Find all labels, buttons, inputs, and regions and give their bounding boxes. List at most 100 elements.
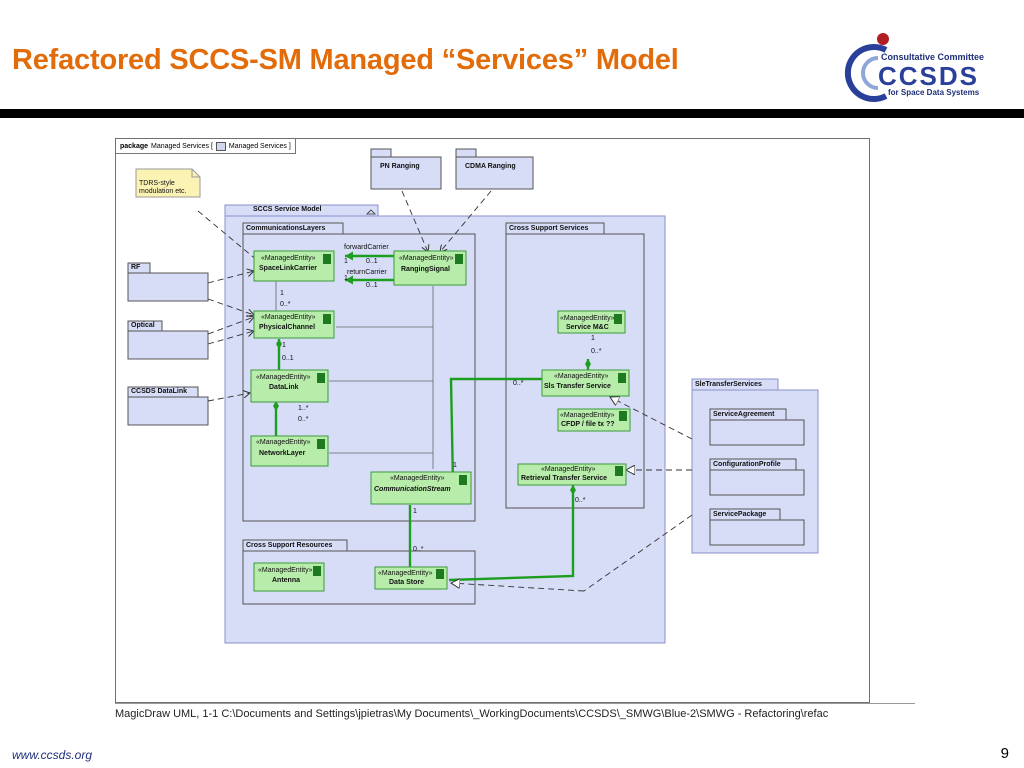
rf-label: RF	[131, 264, 141, 271]
diagram-frame-tag: package Managed Services [ Managed Servi…	[116, 139, 296, 154]
retrieval-transfer-service-box	[517, 463, 627, 486]
multiplicity-label: 1	[280, 290, 284, 297]
component-icon	[614, 314, 622, 324]
magicdraw-caption: MagicDraw UML, 1-1 C:\Documents and Sett…	[115, 708, 829, 720]
slide-title: Refactored SCCS-SM Managed “Services” Mo…	[12, 44, 679, 76]
sle-transfer-services-label: SleTransferServices	[695, 381, 762, 388]
multiplicity-label: 1	[453, 462, 457, 469]
return-carrier-role: returnCarrier	[347, 269, 387, 276]
multiplicity-label: 0..1	[282, 355, 294, 362]
ranging-signal-box	[393, 250, 467, 286]
communication-stream-label: CommunicationStream	[374, 486, 451, 493]
component-icon	[436, 569, 444, 579]
sle-transfer-services-package	[691, 378, 819, 554]
ccsds-logo-mark	[844, 33, 889, 102]
space-link-carrier-label: SpaceLinkCarrier	[259, 265, 317, 272]
stereotype-label: «ManagedEntity»	[378, 570, 433, 577]
component-icon	[313, 566, 321, 576]
sle-to-datastore-end	[451, 583, 585, 592]
multiplicity-label: 1..*	[298, 405, 309, 412]
cdma-ranging-label: CDMA Ranging	[465, 163, 516, 170]
rf-dependency-1	[207, 271, 254, 284]
optical-label: Optical	[131, 322, 155, 329]
data-link-box	[250, 369, 329, 403]
antenna-box	[253, 562, 325, 592]
pn-ranging-label: PN Ranging	[380, 163, 420, 170]
rf-package	[127, 262, 209, 302]
data-store-label: Data Store	[389, 579, 425, 586]
retrieval-datastore-association	[448, 485, 576, 582]
service-agreement-label: ServiceAgreement	[713, 411, 775, 418]
cfdp-file-tx-label: CFDP / file tx ??	[561, 421, 615, 428]
data-link-label: DataLink	[269, 384, 299, 391]
space-link-carrier-box	[253, 250, 335, 282]
component-icon	[317, 373, 325, 383]
component-icon	[323, 314, 331, 324]
network-layer-box	[250, 435, 329, 467]
cross-support-services-label: Cross Support Services	[509, 225, 589, 232]
component-icon	[323, 254, 331, 264]
dependency-lines	[197, 190, 492, 402]
antenna-label: Antenna	[272, 577, 300, 584]
physical-channel-label: PhysicalChannel	[259, 324, 316, 331]
stereotype-label: «ManagedEntity»	[390, 475, 445, 482]
multiplicity-label: 1	[282, 342, 286, 349]
optical-dependency-2	[207, 331, 254, 345]
sccs-service-model-label: SCCS Service Model	[253, 206, 322, 213]
ranging-signal-label: RangingSignal	[401, 266, 450, 273]
stereotype-label: «ManagedEntity»	[256, 374, 311, 381]
sls-transfer-service-label: Sls Transfer Service	[544, 383, 611, 390]
cross-support-resources-label: Cross Support Resources	[246, 542, 333, 549]
stereotype-label: «ManagedEntity»	[541, 466, 596, 473]
cfdp-file-tx-box	[557, 408, 631, 432]
association-lines	[273, 251, 591, 582]
tdrs-style-note	[135, 168, 201, 198]
component-icons	[313, 254, 627, 579]
multiplicity-label: 0..*	[298, 416, 309, 423]
cdma-ranging-dependency	[440, 190, 492, 252]
footer-url[interactable]: www.ccsds.org	[12, 748, 93, 762]
ccsds-datalink-label: CCSDS DataLink	[131, 388, 188, 395]
communications-layers-label: CommunicationsLayers	[246, 225, 326, 232]
component-icon	[459, 475, 467, 485]
pn-ranging-dependency	[401, 190, 428, 252]
stereotype-label: «ManagedEntity»	[261, 255, 316, 262]
multiplicity-label: 1	[413, 508, 417, 515]
diagram-canvas	[127, 148, 819, 644]
multiplicity-label: 0..*	[575, 497, 586, 504]
ccsds-datalink-dependency	[207, 393, 250, 402]
multiplicity-label: 0..*	[513, 380, 524, 387]
page-number: 9	[1000, 745, 1009, 762]
sls-transfer-service-box	[541, 369, 630, 397]
communication-stream-box	[370, 471, 472, 505]
logo-wordmark: CCSDS	[878, 61, 980, 91]
class-boxes	[250, 250, 631, 592]
stereotype-label: «ManagedEntity»	[256, 439, 311, 446]
title-divider-bar	[0, 109, 1024, 118]
multiplicity-label: 0..*	[280, 301, 291, 308]
stereotype-label: «ManagedEntity»	[399, 255, 454, 262]
logo-line-1: Consultative Committee	[881, 52, 985, 62]
caption-divider	[115, 703, 915, 704]
ccsds-logo: Consultative Committee CCSDS for Space D…	[834, 30, 994, 102]
component-icon	[615, 466, 623, 476]
component-icon	[619, 411, 627, 421]
data-store-box	[374, 566, 448, 590]
pn-ranging-package	[370, 148, 442, 190]
configuration-profile-label: ConfigurationProfile	[713, 461, 781, 468]
multiplicity-label: 0..*	[591, 348, 602, 355]
logo-line-3: for Space Data Systems	[888, 88, 980, 97]
service-mc-box	[557, 310, 626, 334]
diagram-icon	[215, 141, 226, 151]
sle-realizes-sls	[610, 397, 693, 440]
note-text: TDRS-style modulation etc.	[139, 180, 187, 195]
stream-sls-association	[449, 377, 542, 485]
frame-diagram-name: Managed Services ]	[228, 142, 291, 150]
stereotype-label: «ManagedEntity»	[560, 315, 615, 322]
realization-lines	[451, 397, 693, 592]
sle-to-datastore	[583, 514, 693, 592]
cdma-ranging-package	[455, 148, 534, 190]
multiplicity-label: 0..1	[366, 258, 378, 265]
stereotype-label: «ManagedEntity»	[261, 314, 316, 321]
stereotype-label: «ManagedEntity»	[258, 567, 313, 574]
